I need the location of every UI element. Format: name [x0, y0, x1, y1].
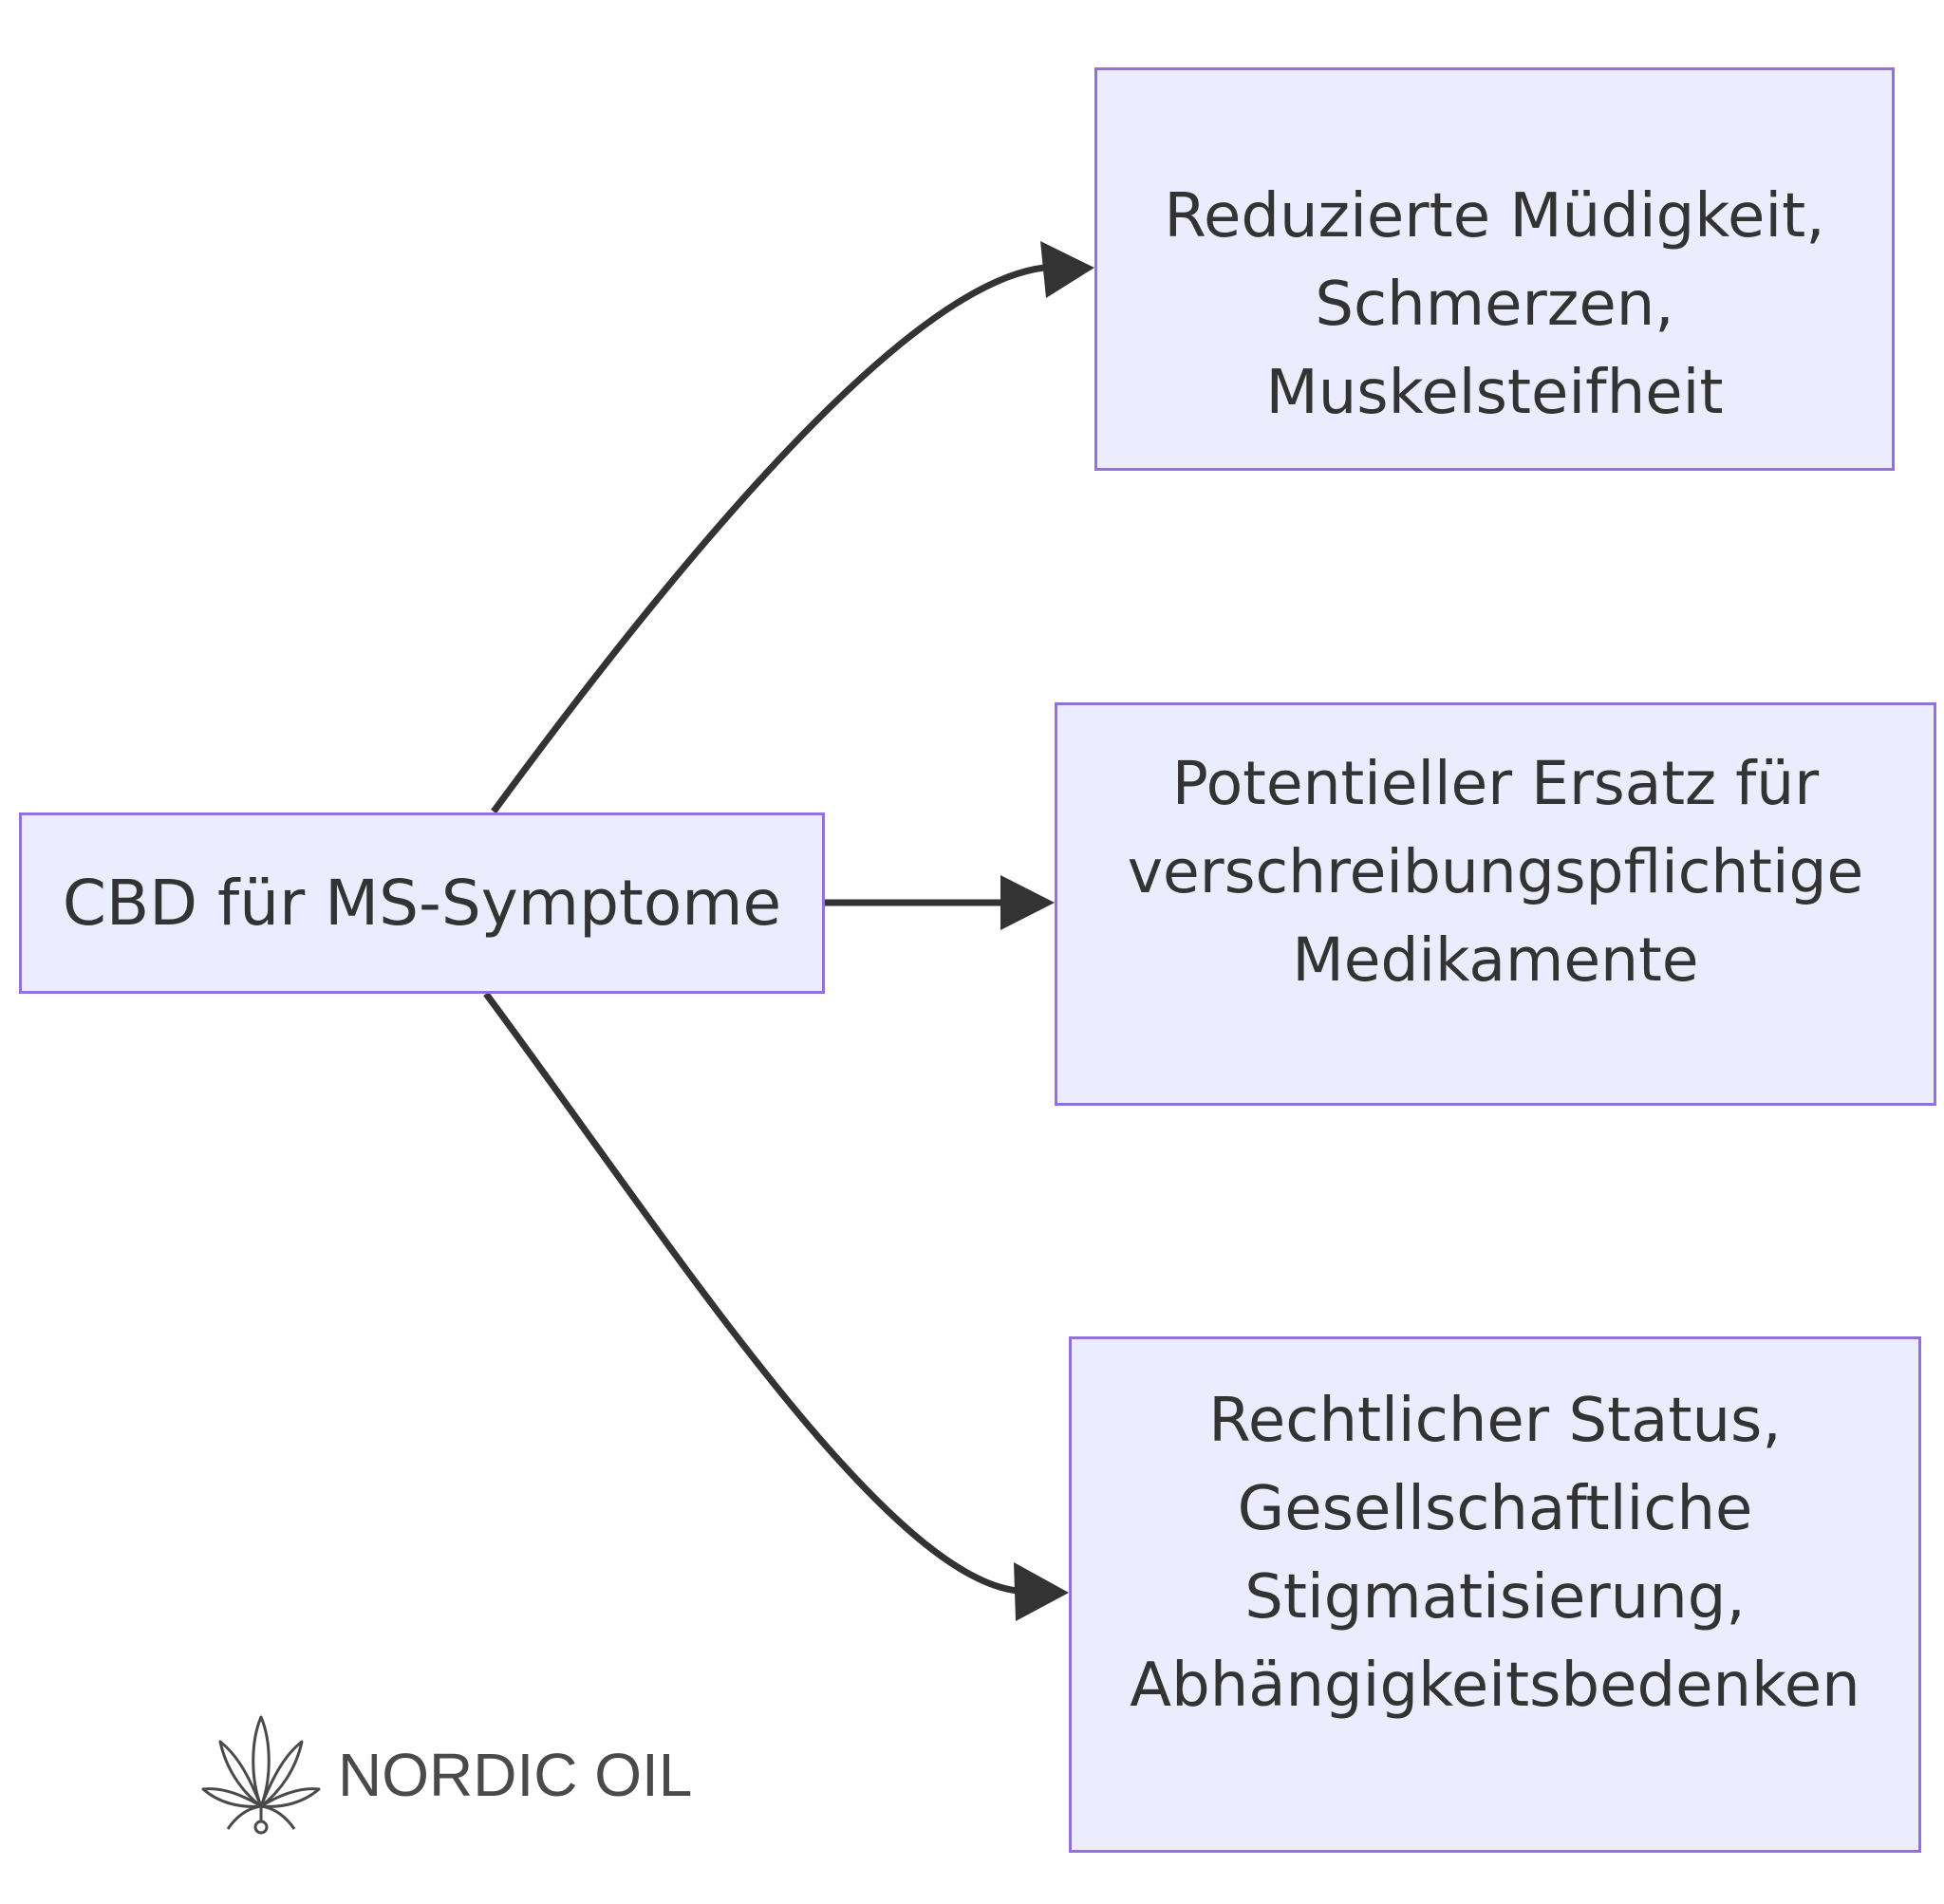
node-medication-replacement-label: Potentieller Ersatz für verschreibungspf… — [1127, 749, 1864, 995]
node-concerns: Rechtlicher Status, Gesellschaftliche St… — [1069, 1336, 1921, 1853]
node-fatigue-pain-label: Reduzierte Müdigkeit, Schmerzen, Muskels… — [1164, 181, 1825, 428]
edge-root-to-fatigue — [491, 264, 1045, 814]
arrowhead-concerns — [1014, 1562, 1069, 1621]
node-fatigue-pain: Reduzierte Müdigkeit, Schmerzen, Muskels… — [1094, 67, 1895, 471]
root-node: CBD für MS-Symptome — [19, 812, 825, 994]
nordic-oil-logo: NORDIC OIL — [201, 1715, 693, 1835]
node-medication-replacement: Potentieller Ersatz für verschreibungspf… — [1055, 702, 1936, 1106]
arrowhead-replacement — [1000, 875, 1055, 930]
cannabis-leaf-icon — [201, 1715, 321, 1835]
edge-root-to-concerns — [483, 991, 1019, 1595]
arrowhead-fatigue — [1040, 241, 1094, 298]
root-node-label: CBD für MS-Symptome — [62, 867, 782, 940]
logo-text: NORDIC OIL — [338, 1741, 693, 1809]
node-concerns-label: Rechtlicher Status, Gesellschaftliche St… — [1130, 1386, 1860, 1721]
